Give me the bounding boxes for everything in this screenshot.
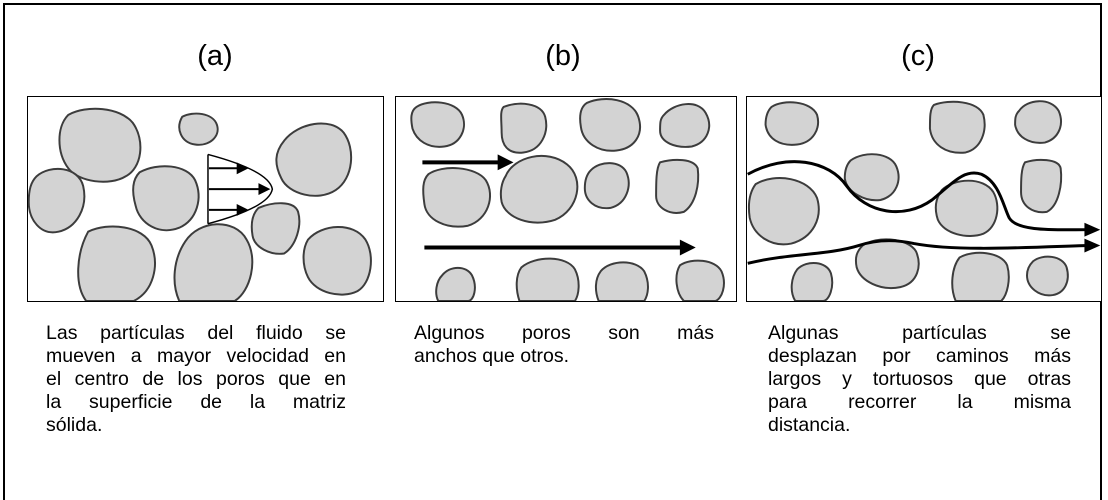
arrow-head <box>497 154 514 171</box>
grain <box>843 153 900 202</box>
arrow-head <box>236 162 249 175</box>
grain <box>1014 100 1062 144</box>
grain <box>302 226 372 296</box>
caption-line: sólida. <box>46 414 103 436</box>
panel-a-caption: Las partículas del fluido se mueven a ma… <box>46 322 346 437</box>
grain <box>435 266 476 301</box>
caption-line: Las partículas del fluido se <box>46 322 346 344</box>
grain <box>515 257 580 301</box>
grain <box>28 167 86 234</box>
grain <box>583 162 630 210</box>
grain <box>764 101 819 146</box>
panel-c-caption: Algunas partículas se desplazan por cami… <box>768 322 1071 437</box>
caption-line: mueven a mayor velocidad en <box>46 345 346 367</box>
arrow-head <box>1084 222 1101 237</box>
grain <box>500 102 548 154</box>
grain <box>659 103 711 148</box>
grain <box>410 101 465 148</box>
panel-b-diagram <box>395 96 737 302</box>
grain <box>951 251 1010 301</box>
grain <box>790 262 834 301</box>
caption-line: anchos que otros. <box>414 345 570 367</box>
grain <box>1025 255 1069 297</box>
caption-line: el centro de los poros que en <box>46 368 346 390</box>
caption-line: distancia. <box>768 414 851 436</box>
grain <box>934 179 999 237</box>
arrow-head <box>258 183 271 196</box>
caption-line: Algunas partículas se <box>768 322 1071 344</box>
tortuous-path-lower <box>747 239 1087 265</box>
grain <box>250 202 301 255</box>
grain <box>655 158 700 214</box>
grain <box>579 98 641 152</box>
grain <box>594 261 649 301</box>
grain <box>173 223 254 301</box>
grain <box>854 238 920 289</box>
panel-c-label: (c) <box>901 40 935 72</box>
grain <box>499 154 579 224</box>
arrow-head <box>1084 238 1101 253</box>
grain <box>58 107 142 183</box>
grain <box>1020 158 1063 214</box>
panel-a-diagram <box>27 96 384 302</box>
panel-a-label: (a) <box>197 40 233 72</box>
caption-line: la superficie de la matriz <box>46 391 346 413</box>
arrow-head <box>236 203 249 216</box>
grain <box>132 165 200 232</box>
caption-line: Algunos poros son más <box>414 322 714 344</box>
grain <box>178 112 219 146</box>
grain <box>77 225 156 301</box>
grain <box>275 122 353 197</box>
grain <box>675 259 725 301</box>
arrow-head <box>679 239 696 256</box>
tortuous-path-upper <box>747 160 1087 232</box>
panel-b-caption: Algunos poros son más anchos que otros. <box>414 322 714 368</box>
panel-b-label: (b) <box>545 40 581 72</box>
caption-line: desplazan por caminos más <box>768 345 1071 367</box>
panel-c-diagram <box>746 96 1102 302</box>
grain <box>747 177 820 246</box>
caption-line: largos y tortuosos que otras <box>768 368 1071 390</box>
grain <box>928 100 986 154</box>
grain <box>422 167 491 228</box>
caption-line: para recorrer la misma <box>768 391 1071 413</box>
